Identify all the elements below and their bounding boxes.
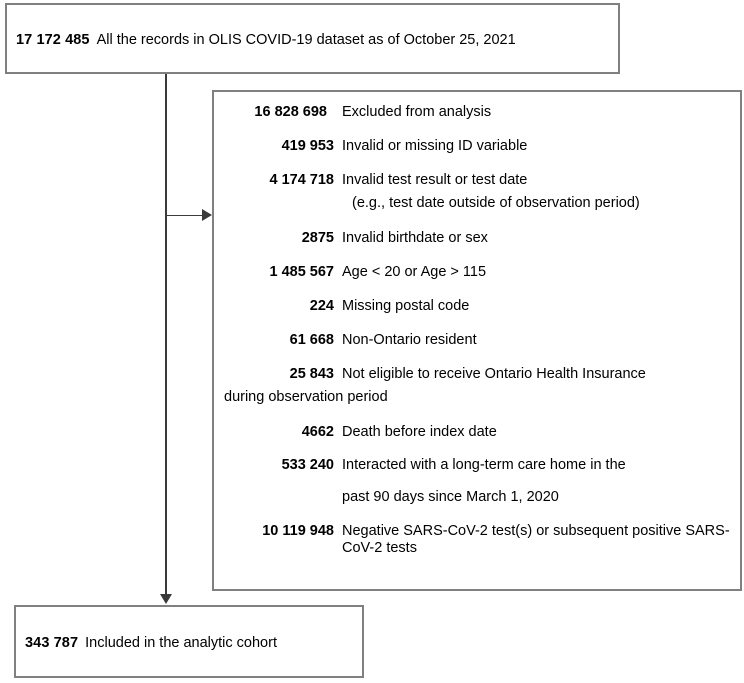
arrow-right-icon	[202, 209, 212, 221]
exclusion-row-description: Invalid birthdate or sex	[342, 230, 488, 246]
exclusion-row-description: Non-Ontario resident	[342, 332, 477, 348]
exclusion-row-count: 4662	[301, 424, 334, 440]
exclusion-row-continuation: (e.g., test date outside of observation …	[352, 195, 640, 211]
horizontal-connector-line	[166, 214, 204, 216]
analytic-cohort-description: Included in the analytic cohort	[85, 635, 277, 651]
source-records-line: 17 172 485 All the records in OLIS COVID-…	[16, 32, 516, 48]
exclusion-row-count: 25 843	[289, 366, 334, 382]
analytic-cohort-count: 343 787	[25, 635, 79, 651]
exclusion-box: 16 828 698 Excluded from analysis 419 95…	[212, 90, 742, 591]
exclusion-row-count: 10 119 948	[262, 523, 334, 539]
exclusion-list: 16 828 698 Excluded from analysis 419 95…	[214, 92, 740, 589]
source-records-count: 17 172 485	[16, 32, 90, 48]
exclusion-row-count: 533 240	[281, 457, 334, 473]
exclusion-row-continuation: during observation period	[224, 389, 388, 405]
exclusion-row-description: Invalid or missing ID variable	[342, 138, 528, 154]
exclusion-row-description: Missing postal code	[342, 298, 470, 314]
arrow-down-icon	[159, 594, 172, 604]
exclusion-row-continuation: past 90 days since March 1, 2020	[342, 489, 559, 505]
source-records-box: 17 172 485 All the records in OLIS COVID-…	[5, 3, 620, 74]
exclusion-row-description: Interacted with a long-term care home in…	[342, 457, 626, 473]
exclusion-row-description: Death before index date	[342, 424, 497, 440]
exclusion-row-count: 1 485 567	[269, 264, 334, 280]
exclusion-row-count: 2875	[301, 230, 334, 246]
exclusion-row-description: Age < 20 or Age > 115	[342, 264, 487, 280]
exclusion-header-description: Excluded from analysis	[342, 104, 492, 120]
source-records-description: All the records in OLIS COVID-19 dataset…	[96, 32, 516, 48]
vertical-connector-line	[165, 74, 167, 597]
exclusion-row-count: 61 668	[289, 332, 334, 348]
exclusion-header-count: 16 828 698	[254, 104, 327, 120]
exclusion-row-count: 224	[309, 298, 334, 314]
analytic-cohort-line: 343 787 Included in the analytic cohort	[25, 635, 277, 651]
analytic-cohort-box: 343 787 Included in the analytic cohort	[14, 605, 364, 678]
exclusion-row-description: Negative SARS-CoV-2 test(s) or subsequen…	[342, 523, 730, 556]
exclusion-row-count: 4 174 718	[269, 172, 334, 188]
exclusion-row-description: Invalid test result or test date	[342, 172, 528, 188]
exclusion-row-count: 419 953	[281, 138, 334, 154]
exclusion-row-description: Not eligible to receive Ontario Health I…	[342, 366, 646, 382]
